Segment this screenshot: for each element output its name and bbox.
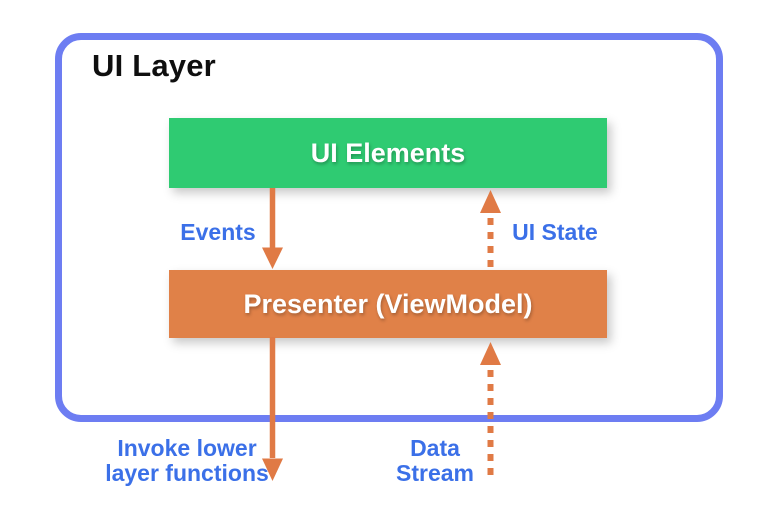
data-stream-label: Data Stream xyxy=(396,435,474,486)
invoke-lower-layer-label: Invoke lower layer functions xyxy=(105,435,269,486)
ui-layer-container xyxy=(55,33,723,422)
presenter-label: Presenter (ViewModel) xyxy=(243,288,533,319)
ui-elements-node: UI Elements xyxy=(169,118,607,188)
ui-elements-label: UI Elements xyxy=(310,137,466,168)
ui-layer-title: UI Layer xyxy=(92,48,216,83)
ui-state-label: UI State xyxy=(512,219,598,245)
events-label: Events xyxy=(180,219,256,245)
presenter-node: Presenter (ViewModel) xyxy=(169,270,607,338)
